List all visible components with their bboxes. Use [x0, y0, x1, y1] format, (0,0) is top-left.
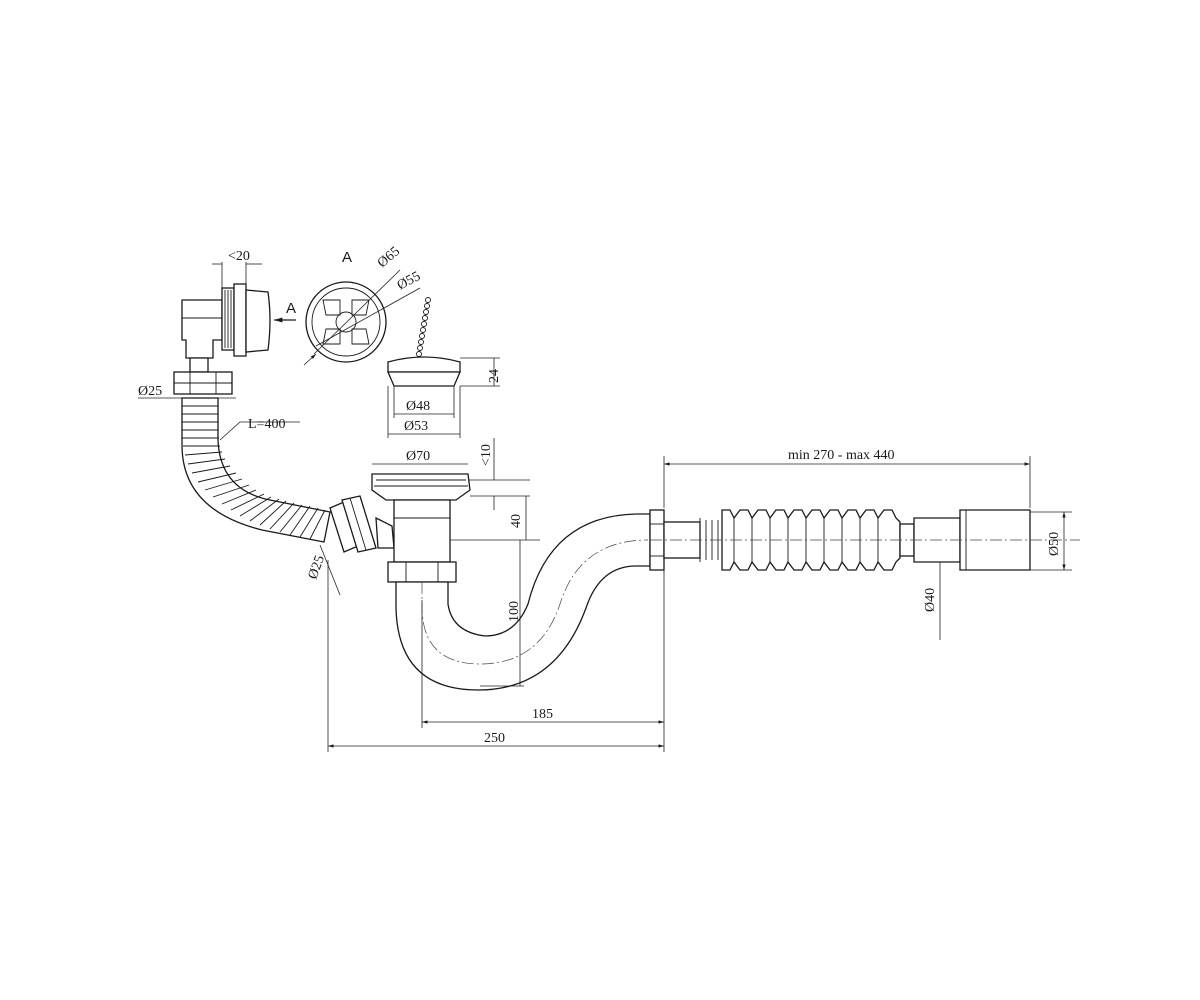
label-overflow-pipe-dia: Ø25	[138, 384, 162, 399]
bottom-dimensions	[328, 570, 665, 752]
label-center-span: 185	[532, 707, 553, 722]
label-outlet-dia: Ø50	[1047, 532, 1062, 556]
label-view-marker: A	[342, 249, 352, 266]
label-drain-flange: Ø70	[406, 449, 430, 464]
waste-inlet-fitting	[319, 495, 395, 752]
label-hose-dia: Ø40	[923, 588, 938, 612]
plug-with-chain	[387, 297, 500, 438]
label-hose-length: L=400	[248, 417, 285, 432]
label-drain-depth: 40	[509, 514, 524, 528]
overflow-hose	[181, 397, 331, 543]
label-flange-height: <10	[479, 444, 494, 466]
drain-and-trap	[371, 438, 665, 691]
label-plug-height: 24	[487, 369, 502, 383]
label-plug-dia-inner: Ø48	[406, 399, 430, 414]
label-extension: min 270 - max 440	[788, 448, 895, 463]
label-overflow-depth: <20	[228, 249, 250, 264]
label-total-span: 250	[484, 731, 505, 746]
label-trap-depth: 100	[507, 601, 522, 622]
label-grate-inner: Ø55	[395, 269, 423, 294]
overflow-assembly	[138, 262, 296, 399]
label-waste-inlet-dia: Ø25	[306, 554, 328, 582]
label-view-arrow: A	[286, 300, 296, 317]
corrugated-extension	[650, 456, 1080, 640]
dimension-labels: <20 A A Ø65 Ø55 Ø25 L=400 24 Ø48 Ø53 Ø70…	[138, 244, 1062, 746]
grate-view-a	[303, 269, 421, 366]
label-plug-dia-outer: Ø53	[404, 419, 428, 434]
label-grate-outer: Ø65	[375, 244, 403, 271]
